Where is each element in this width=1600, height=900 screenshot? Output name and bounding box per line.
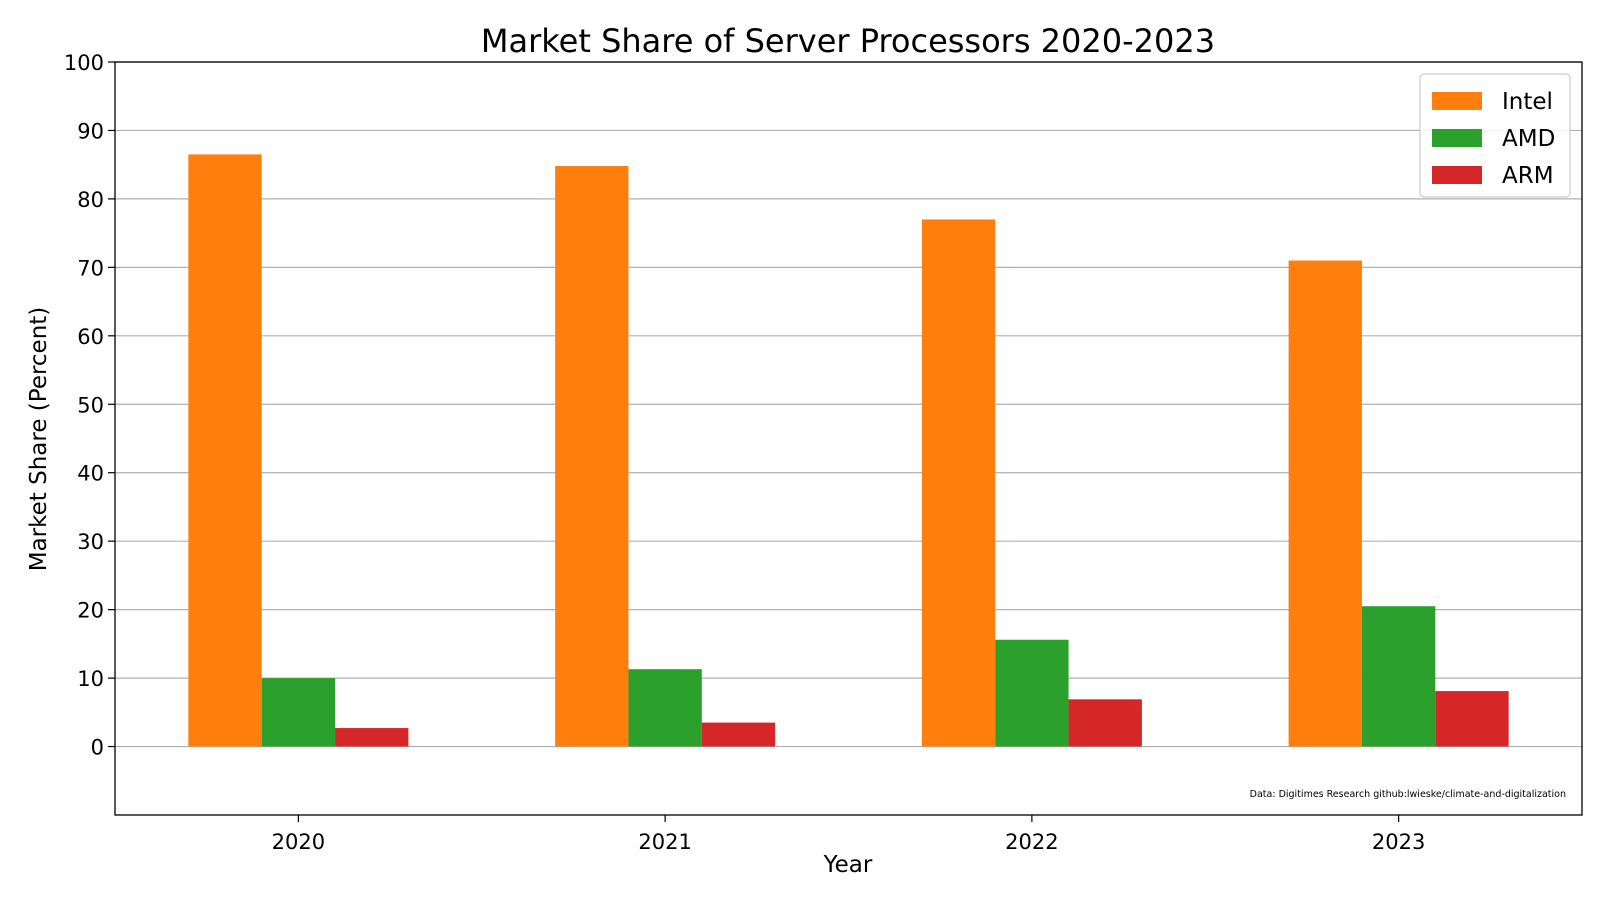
- legend-label-intel: Intel: [1502, 89, 1553, 115]
- source-note: Data: Digitimes Research github:lwieske/…: [1250, 789, 1566, 800]
- bar-intel-2021: [555, 166, 629, 747]
- bar-arm-2021: [701, 722, 776, 747]
- y-tick-label: 70: [77, 256, 104, 280]
- y-tick-label: 90: [77, 119, 104, 143]
- y-tick-label: 50: [77, 393, 104, 417]
- bar-arm-2023: [1435, 691, 1509, 747]
- y-tick-label: 30: [77, 530, 104, 554]
- plot-frame: [114, 61, 1583, 816]
- bar-amd-2023: [1361, 606, 1436, 747]
- legend-label-arm: ARM: [1502, 163, 1554, 189]
- bar-amd-2022: [995, 639, 1069, 747]
- y-tick-label: 40: [77, 462, 104, 486]
- legend-label-amd: AMD: [1502, 126, 1555, 152]
- bar-intel-2020: [188, 154, 262, 747]
- x-axis-label: Year: [823, 852, 873, 878]
- chart-title: Market Share of Server Processors 2020-2…: [481, 22, 1215, 60]
- x-tick-label: 2023: [1372, 830, 1425, 854]
- bar-arm-2022: [1068, 699, 1142, 747]
- y-tick-label: 80: [77, 188, 104, 212]
- bar-intel-2022: [921, 219, 996, 747]
- bar-arm-2020: [335, 728, 409, 747]
- x-tick-label: 2020: [272, 830, 325, 854]
- bars: [188, 154, 1509, 747]
- y-tick-label: 0: [91, 736, 104, 760]
- bar-amd-2021: [628, 669, 702, 747]
- y-tick-label: 10: [77, 667, 104, 691]
- x-tick-label: 2021: [638, 830, 691, 854]
- legend-swatch-amd: [1432, 129, 1482, 147]
- y-axis-ticks: 0 10 20 30 40 50 60 70 80 90 100: [64, 51, 115, 760]
- y-tick-label: 100: [64, 51, 104, 75]
- x-axis-ticks: 2020 2021 2022 2023: [272, 815, 1425, 854]
- legend-swatch-arm: [1432, 166, 1482, 184]
- y-axis-label: Market Share (Percent): [26, 307, 52, 572]
- y-tick-label: 60: [77, 325, 104, 349]
- bar-intel-2023: [1288, 260, 1362, 747]
- y-tick-label: 20: [77, 599, 104, 623]
- bar-amd-2020: [261, 678, 336, 747]
- legend-swatch-intel: [1432, 92, 1482, 110]
- x-tick-label: 2022: [1005, 830, 1058, 854]
